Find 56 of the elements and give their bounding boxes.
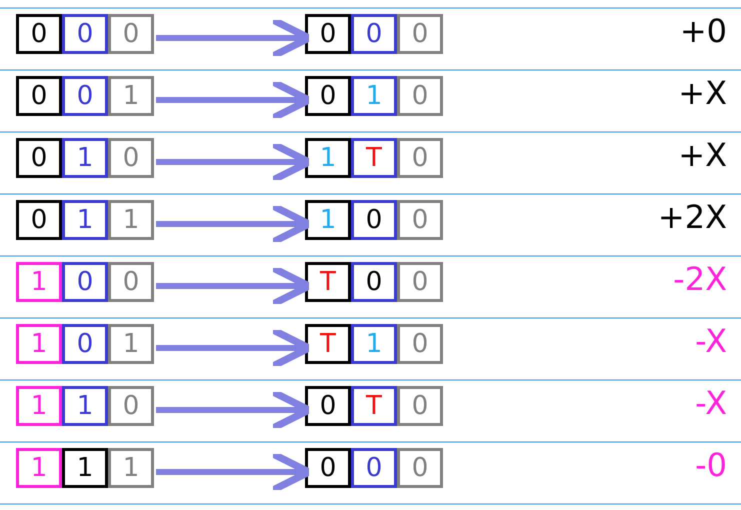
digit-cell: T	[305, 324, 351, 364]
digit-cell: 1	[108, 448, 154, 488]
digit-cell: 0	[16, 14, 62, 54]
digit-cell: 0	[62, 76, 108, 116]
digit-cell: 1	[108, 200, 154, 240]
digit-cell: 0	[16, 200, 62, 240]
digit-cell: 0	[62, 324, 108, 364]
digit-cell: 1	[16, 386, 62, 426]
operation-label: +2X	[658, 198, 727, 236]
digit-cell: 0	[108, 14, 154, 54]
digit-cell: T	[305, 262, 351, 302]
digit-cell: 1	[62, 200, 108, 240]
digit-cell: 0	[397, 138, 443, 178]
digit-cell: 1	[16, 262, 62, 302]
digit-cell: 0	[397, 324, 443, 364]
digit-cell: 0	[397, 76, 443, 116]
digit-cell: 1	[62, 138, 108, 178]
digit-cell: 0	[351, 14, 397, 54]
digit-cell: 0	[305, 76, 351, 116]
operation-label: -X	[695, 384, 727, 422]
digit-cell: 0	[351, 200, 397, 240]
digit-cell: 0	[305, 14, 351, 54]
digit-cell: 0	[16, 76, 62, 116]
digit-cell: 1	[16, 324, 62, 364]
digit-cell: 0	[351, 448, 397, 488]
digit-cell: 0	[62, 262, 108, 302]
operation-label: -X	[695, 322, 727, 360]
operation-label: +X	[678, 136, 727, 174]
digit-cell: 0	[108, 386, 154, 426]
digit-cell: 1	[351, 324, 397, 364]
operation-label: +X	[678, 74, 727, 112]
digit-cell: 0	[351, 262, 397, 302]
digit-cell: 0	[397, 200, 443, 240]
digit-cell: 1	[305, 138, 351, 178]
digit-cell: T	[351, 138, 397, 178]
digit-cell: 1	[62, 448, 108, 488]
operation-label: -2X	[673, 260, 727, 298]
digit-cell: 1	[108, 324, 154, 364]
digit-cell: 0	[62, 14, 108, 54]
digit-cell: 0	[108, 138, 154, 178]
digit-cell: 1	[16, 448, 62, 488]
digit-cell: 0	[305, 448, 351, 488]
operation-label: -0	[695, 446, 727, 484]
digit-cell: 0	[16, 138, 62, 178]
digit-cell: 0	[397, 386, 443, 426]
digit-cell: 1	[305, 200, 351, 240]
digit-cell: 0	[397, 262, 443, 302]
digit-cell: T	[351, 386, 397, 426]
digit-cell: 0	[397, 14, 443, 54]
digit-cell: 1	[351, 76, 397, 116]
operation-label: +0	[680, 12, 727, 50]
digit-cell: 1	[108, 76, 154, 116]
digit-cell: 0	[397, 448, 443, 488]
digit-cell: 0	[108, 262, 154, 302]
digit-cell: 1	[62, 386, 108, 426]
digit-cell: 0	[305, 386, 351, 426]
